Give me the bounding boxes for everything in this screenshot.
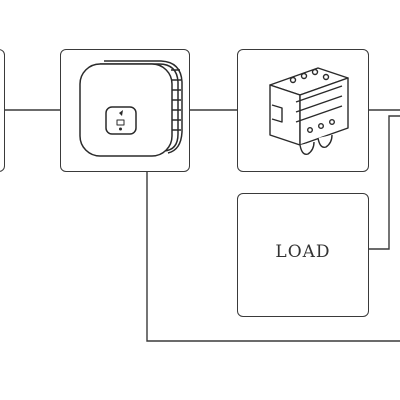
inverter-box — [60, 49, 190, 172]
load-label: LOAD — [275, 242, 331, 262]
wire-inverter-to-right — [146, 172, 400, 342]
wire-right-to-load — [369, 115, 400, 250]
circuit-breaker-icon — [269, 67, 349, 155]
circuit-breaker-box — [237, 49, 369, 172]
left-edge-device-box — [0, 49, 5, 172]
load-box: LOAD — [237, 193, 369, 317]
microinverter-icon — [79, 60, 183, 157]
